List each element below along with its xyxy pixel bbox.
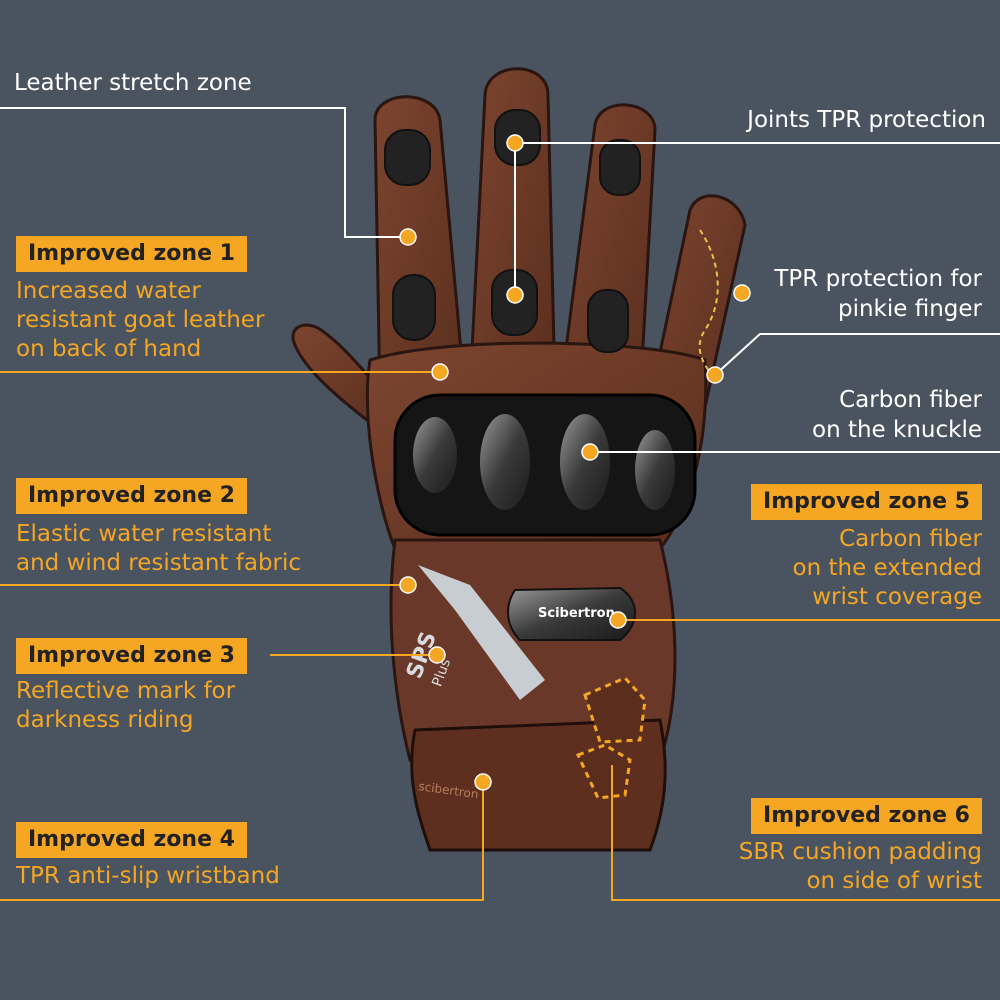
zone6-badge: Improved zone 6 <box>751 798 982 834</box>
zone3-line: darkness riding <box>16 707 194 733</box>
callout-zone6 <box>611 765 1000 901</box>
label-carbon-knuckle-line-1: Carbon fiber <box>839 387 982 413</box>
zone3-line: Reflective mark for <box>16 678 236 704</box>
zone5-line: wrist coverage <box>812 584 982 610</box>
label-carbon-knuckle-line-2: on the knuckle <box>812 417 982 443</box>
callout-zone4 <box>0 782 484 901</box>
zone5-badge: Improved zone 5 <box>751 484 982 520</box>
callout-leather-stretch <box>0 107 408 238</box>
callout-dot <box>428 646 446 664</box>
carbon-knuckle-insert <box>413 417 457 493</box>
callout-pinkie <box>714 333 1000 376</box>
joint-pad <box>587 289 629 353</box>
zone2-description: Elastic water resistant and wind resista… <box>16 520 301 578</box>
carbon-knuckle-insert <box>560 414 610 510</box>
zone1-badge: Improved zone 1 <box>16 236 247 272</box>
callout-dot <box>399 576 417 594</box>
knuckle-guard <box>393 393 697 537</box>
reflective-strip <box>418 565 545 700</box>
zone5-line: Carbon fiber <box>839 526 982 552</box>
zone3-badge: Improved zone 3 <box>16 638 247 674</box>
callout-dot <box>399 228 417 246</box>
zone1-line: on back of hand <box>16 336 202 362</box>
pinkie-stitching <box>698 229 719 376</box>
zone5-description: Carbon fiber on the extended wrist cover… <box>793 525 982 612</box>
zone6-line: SBR cushion padding <box>738 839 982 865</box>
callout-dot <box>581 443 599 461</box>
sbr-cushion-padding <box>575 676 647 800</box>
callout-dots <box>399 134 751 791</box>
zone2-line: Elastic water resistant <box>16 521 272 547</box>
joint-pad <box>384 129 431 186</box>
zone1-description: Increased water resistant goat leather o… <box>16 277 264 364</box>
zone2-badge: Improved zone 2 <box>16 478 247 514</box>
callout-dot <box>706 366 724 384</box>
zone4-description: TPR anti-slip wristband <box>16 862 280 891</box>
brand-text: Scibertron <box>538 606 615 621</box>
zone4-badge: Improved zone 4 <box>16 822 247 858</box>
zone5-line: on the extended <box>792 555 982 581</box>
zone3-description: Reflective mark for darkness riding <box>16 677 235 735</box>
joint-pad <box>599 139 641 196</box>
callout-dot <box>506 286 524 304</box>
carbon-knuckle-insert <box>635 430 675 510</box>
label-pinkie-line-2: pinkie finger <box>837 296 982 322</box>
zone1-line: Increased water <box>16 278 201 304</box>
callout-dot <box>733 284 751 302</box>
joint-pad <box>392 274 436 341</box>
label-leather-stretch-zone: Leather stretch zone <box>14 70 252 96</box>
zone1-line: resistant goat leather <box>16 307 265 333</box>
carbon-knuckle-insert <box>480 414 530 510</box>
callout-dot <box>474 773 492 791</box>
zone2-line: and wind resistant fabric <box>16 550 302 576</box>
zone6-line: on side of wrist <box>806 868 982 894</box>
callout-dot <box>609 611 627 629</box>
zone6-description: SBR cushion padding on side of wrist <box>739 838 982 896</box>
wrist-carbon-plate: Scibertron <box>507 586 636 641</box>
callout-dot <box>431 363 449 381</box>
zone4-line: TPR anti-slip wristband <box>16 863 280 889</box>
callout-dot <box>506 134 524 152</box>
label-joints-tpr: Joints TPR protection <box>747 107 986 133</box>
label-pinkie-line-1: TPR protection for <box>774 266 982 292</box>
